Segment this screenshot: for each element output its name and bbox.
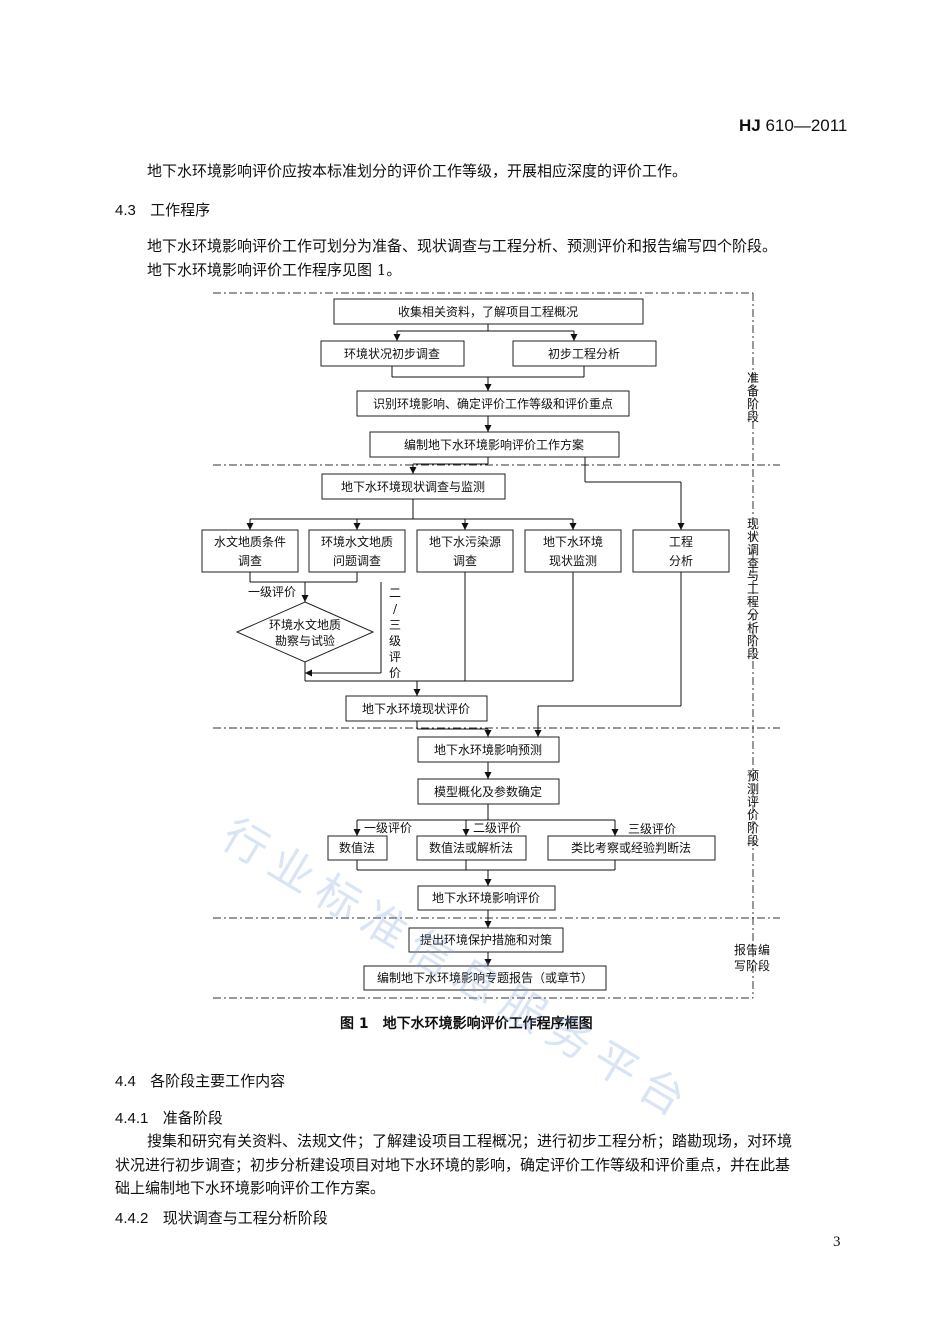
label-level2-predict: 二级评价: [473, 821, 521, 835]
box-work-plan: [369, 431, 620, 458]
section-number: 4.4: [115, 1073, 136, 1090]
box-hydro-issues: [308, 529, 406, 573]
text-hydro-issue-1: 环境水文地质: [321, 534, 393, 549]
text-collect: 收集相关资料，了解项目工程概况: [398, 304, 578, 319]
label-level23-char: /: [393, 602, 398, 616]
paragraph-line: 搜集和研究有关资料、法规文件；了解建设项目工程概况；进行初步工程分析；踏勘现场，…: [147, 1132, 793, 1150]
text-hydro-cond-1: 水文地质条件: [214, 534, 286, 549]
label-level3-predict: 三级评价: [628, 822, 676, 836]
intro-paragraph: 地下水环境影响评价应按本标准划分的评价工作等级，开展相应深度的评价工作。: [147, 162, 688, 180]
box-protection-measures: [408, 927, 564, 953]
section-4-3-heading: 4.3 工作程序: [115, 199, 210, 220]
text-model: 模型概化及参数确定: [434, 784, 542, 799]
section-number: 4.3: [115, 202, 136, 219]
label-level23-char: 价: [389, 666, 401, 680]
paragraph-line: 础上编制地下水环境影响评价工作方案。: [115, 1179, 386, 1197]
section-4-4-2-heading: 4.4.2 现状调查与工程分析阶段: [115, 1207, 328, 1228]
text-hydro-cond-2: 调查: [238, 554, 262, 568]
box-status-monitoring: [524, 529, 622, 573]
box-eng-analysis: [632, 529, 730, 573]
text-monitoring-1: 地下水环境: [543, 534, 603, 549]
standard-code: HJ 610—2011: [739, 116, 847, 136]
text-initial-eng: 初步工程分析: [548, 346, 620, 361]
label-level23-char: 级: [389, 634, 401, 648]
standard-prefix: HJ: [739, 116, 761, 135]
text-impact-eval: 地下水环境影响评价: [432, 890, 540, 905]
box-analogy: [547, 835, 716, 861]
label-level1-survey: 一级评价: [248, 585, 296, 599]
box-initial-eng-analysis: [512, 340, 657, 367]
box-status-survey: [321, 473, 506, 500]
label-level23-char: 三: [389, 618, 401, 632]
stage-label-report: 报告编写阶段: [734, 942, 770, 973]
page-number: 3: [833, 1234, 841, 1250]
text-status-survey: 地下水环境现状调查与监测: [341, 479, 485, 494]
label-level23-char: 二: [389, 586, 401, 600]
text-diamond-2: 勘察与试验: [275, 633, 335, 648]
text-eng-analysis-1: 工程: [669, 534, 693, 549]
text-predict: 地下水环境影响预测: [434, 742, 542, 757]
box-impact-eval: [417, 885, 556, 911]
section-number: 4.4.2: [115, 1210, 149, 1227]
box-numeric: [327, 835, 388, 861]
label-level1-predict: 一级评价: [364, 821, 412, 835]
box-numeric-analytic: [416, 835, 527, 861]
stage-label-survey: 现状调查与工程分析阶段: [747, 517, 759, 661]
text-monitoring-2: 现状监测: [549, 554, 597, 568]
box-identify-impact: [356, 390, 630, 417]
paragraph-line: 状况进行初步调查；初步分析建设项目对地下水环境的影响，确定评价工作等级和评价重点…: [115, 1155, 791, 1174]
section-title: 准备阶段: [162, 1109, 223, 1127]
box-pollution-source: [416, 529, 514, 573]
section-title: 工作程序: [150, 201, 211, 219]
text-pollution-2: 调查: [453, 554, 477, 568]
box-status-eval: [345, 695, 488, 722]
text-numeric-analytic: 数值法或解析法: [429, 840, 513, 855]
section-title: 现状调查与工程分析阶段: [162, 1209, 328, 1227]
text-pollution-1: 地下水污染源: [429, 534, 501, 549]
text-status-eval: 地下水环境现状评价: [362, 701, 470, 716]
section-title: 各阶段主要工作内容: [150, 1072, 286, 1090]
text-numeric: 数值法: [339, 840, 375, 855]
standard-number: 610—2011: [765, 116, 848, 135]
diamond-survey-test: [235, 601, 375, 663]
label-level23-char: 评: [389, 650, 401, 664]
box-hydro-conditions: [201, 529, 299, 573]
text-report: 编制地下水环境影响专题报告（或章节）: [377, 970, 593, 985]
figure-caption: 图 1 地下水环境影响评价工作程序框图: [340, 1016, 593, 1032]
box-collect-data: [333, 298, 644, 325]
text-eng-analysis-2: 分析: [669, 554, 693, 568]
section-4-4-heading: 4.4 各阶段主要工作内容: [115, 1070, 285, 1091]
text-measures: 提出环境保护措施和对策: [420, 932, 552, 947]
box-impact-predict: [417, 736, 560, 763]
stage-label-predict: 预测评价阶段: [747, 769, 759, 848]
box-model: [417, 778, 560, 805]
section-4-4-1-paragraph: 搜集和研究有关资料、法规文件；了解建设项目工程概况；进行初步工程分析；踏勘现场，…: [115, 1130, 875, 1201]
section-number: 4.4.1: [115, 1110, 149, 1127]
text-diamond-1: 环境水文地质: [269, 617, 341, 632]
text-plan: 编制地下水环境影响评价工作方案: [404, 437, 584, 452]
text-hydro-issue-2: 问题调查: [333, 554, 381, 568]
box-report: [363, 965, 607, 991]
stage-frame: [213, 292, 780, 999]
paragraph-line: 地下水环境影响评价工作可划分为准备、现状调查与工程分析、预测评价和报告编写四个阶…: [147, 237, 778, 255]
box-env-survey: [320, 340, 465, 367]
text-env-survey: 环境状况初步调查: [344, 346, 440, 361]
section-4-4-1-heading: 4.4.1 准备阶段: [115, 1107, 223, 1128]
paragraph-line: 地下水环境影响评价工作程序见图 1。: [147, 260, 402, 279]
text-analogy: 类比考察或经验判断法: [571, 840, 691, 855]
section-4-3-paragraph: 地下水环境影响评价工作可划分为准备、现状调查与工程分析、预测评价和报告编写四个阶…: [147, 235, 777, 282]
stage-label-prepare: 准备阶段: [747, 371, 759, 424]
text-identify: 识别环境影响、确定评价工作等级和评价重点: [373, 396, 613, 411]
